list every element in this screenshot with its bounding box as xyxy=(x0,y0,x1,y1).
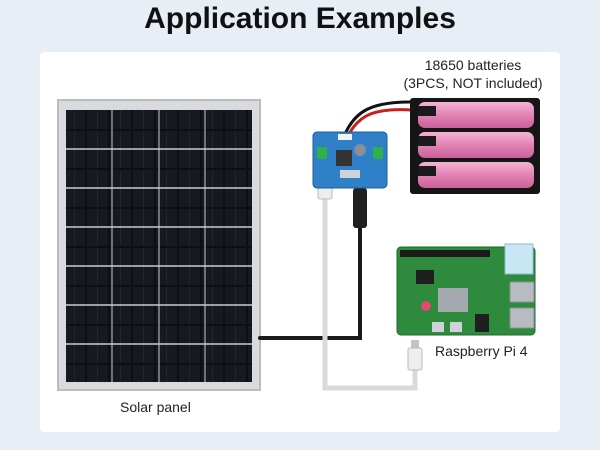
batteries-caption: 18650 batteries (3PCS, NOT included) xyxy=(386,56,560,92)
raspberry-pi-caption: Raspberry Pi 4 xyxy=(435,343,528,359)
page-title: Application Examples xyxy=(144,2,456,35)
ups-board-image xyxy=(312,131,388,189)
batteries-caption-line2: (3PCS, NOT included) xyxy=(403,75,543,91)
cables xyxy=(258,100,418,391)
solar-panel-caption: Solar panel xyxy=(120,399,191,415)
batteries-caption-line1: 18650 batteries xyxy=(424,57,522,73)
illustration-card: 18650 batteries (3PCS, NOT included) Ras… xyxy=(40,52,560,432)
solar-panel-image xyxy=(57,99,261,391)
illustration-canvas xyxy=(57,98,540,391)
raspberry-pi-image xyxy=(396,243,536,336)
battery-pack-image xyxy=(410,98,540,194)
